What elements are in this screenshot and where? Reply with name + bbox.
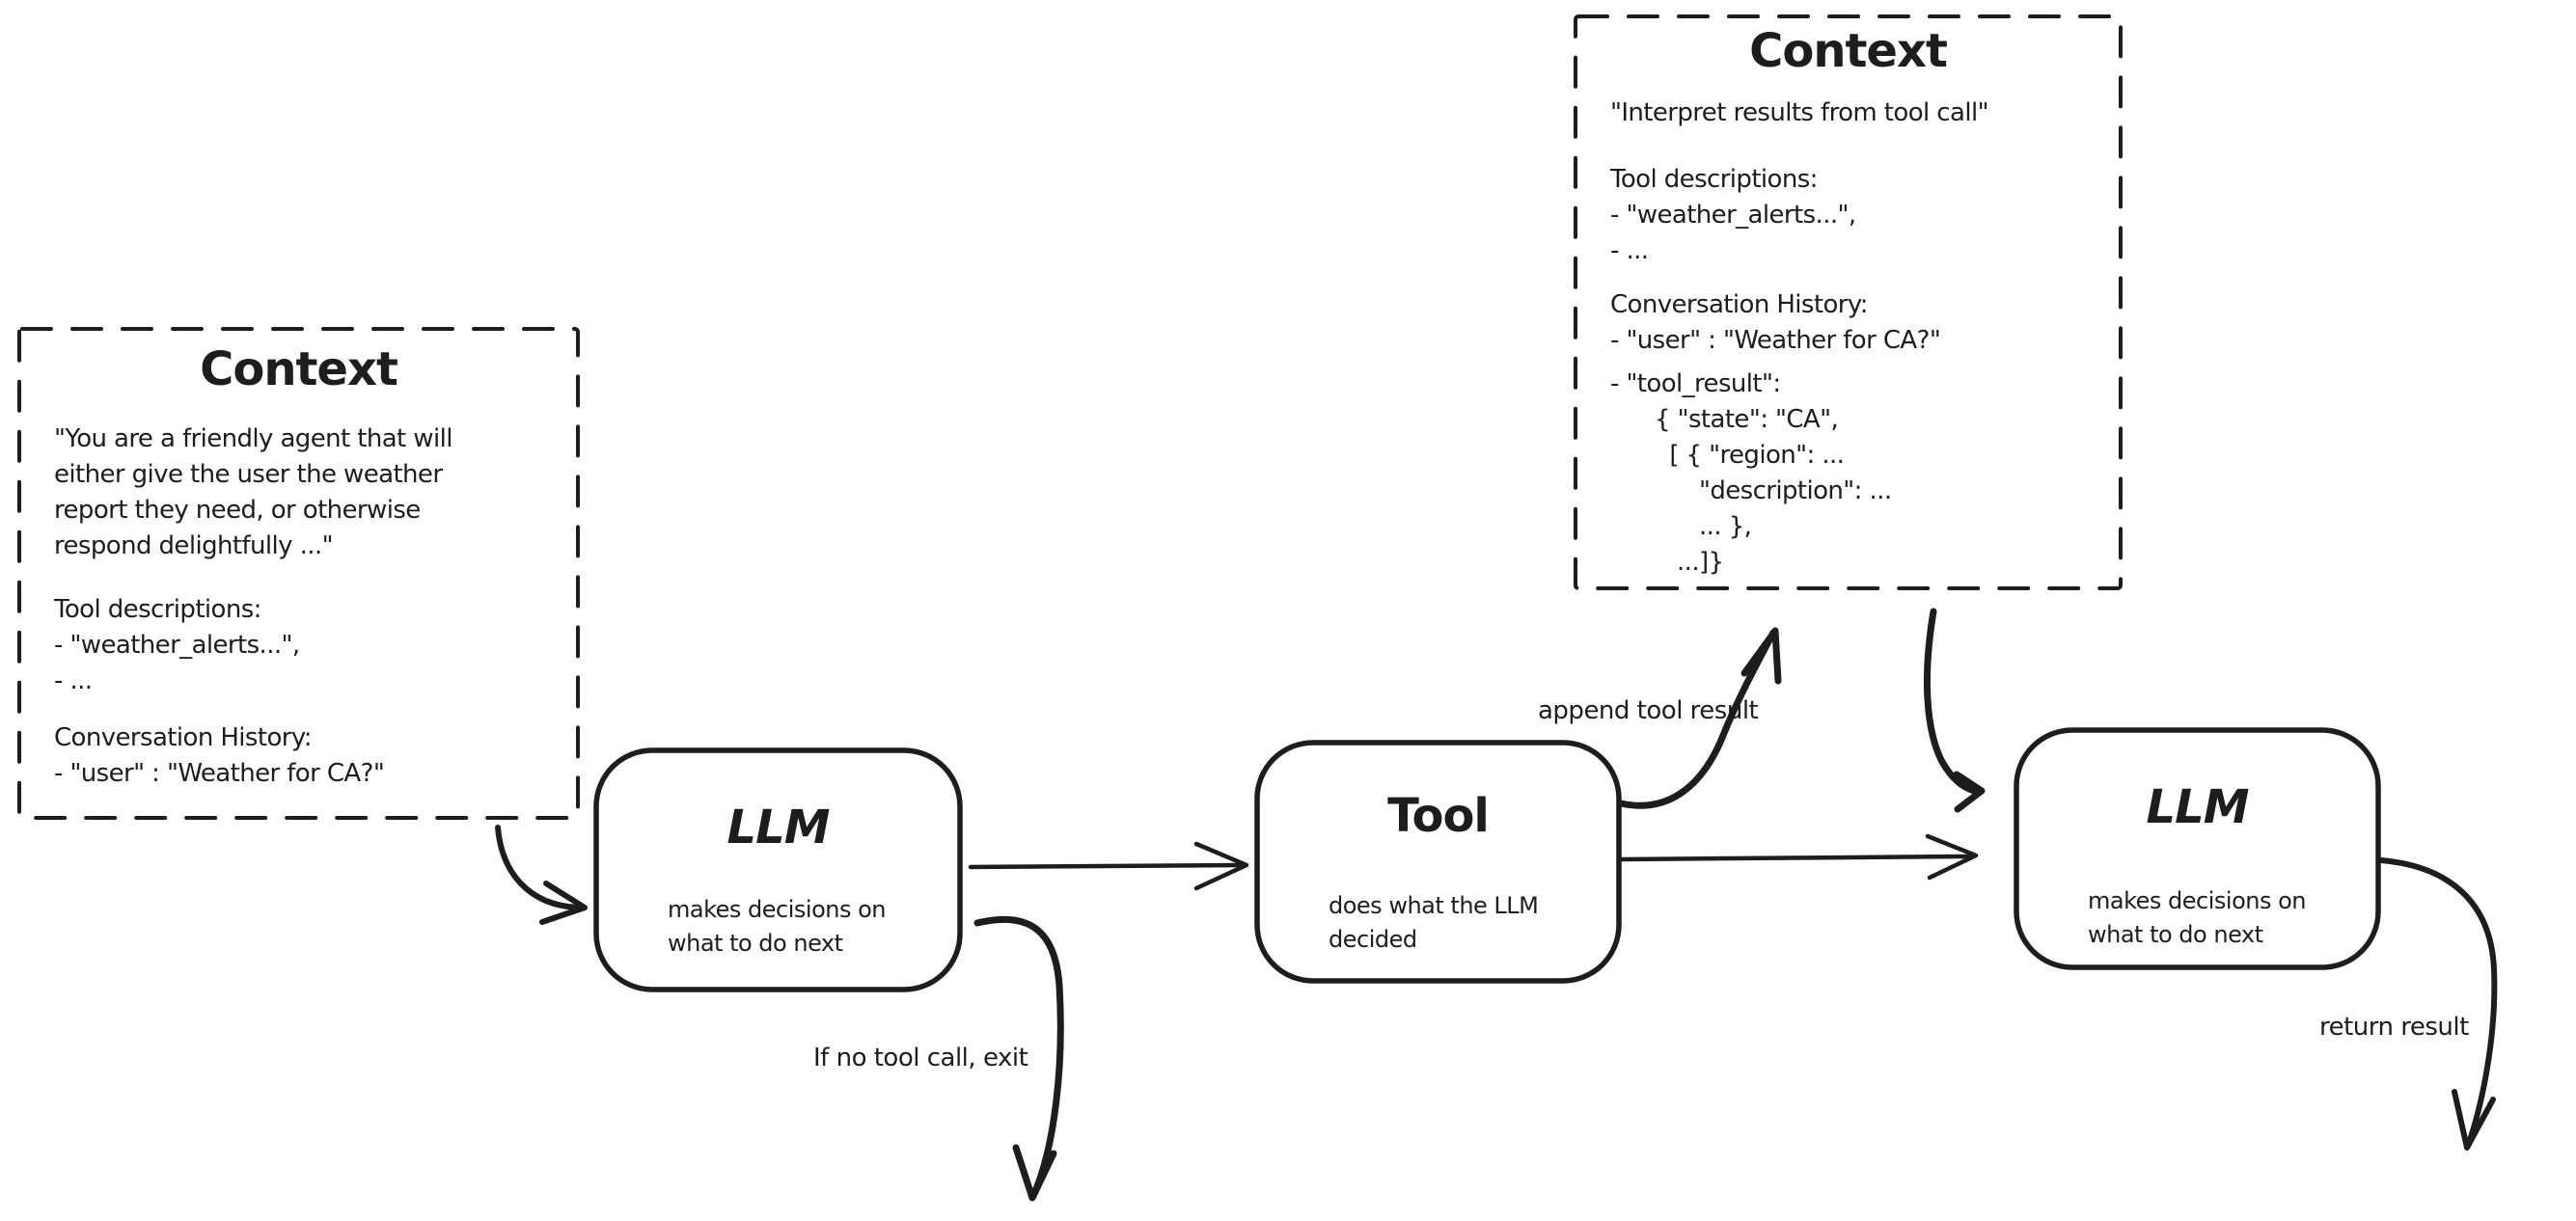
arrow-context1-to-llm1 [495, 825, 580, 910]
llm-box-1-border [593, 747, 963, 992]
context-box-2-tool-descriptions-label: Tool descriptions: [1610, 165, 1818, 194]
context-box-1-title: Context [200, 342, 398, 396]
llm-box-2: LLM makes decisions on what to do next [2016, 730, 2378, 967]
context-box-1-system-prompt: "You are a friendly agent that will eith… [54, 424, 452, 560]
llm-box-2-border [2014, 727, 2381, 970]
context-box-1-history: - "user" : "Weather for CA?" [54, 759, 385, 788]
arrow-tool-to-llm2 [1618, 854, 1971, 862]
llm-box-1-subtitle: makes decisions on what to do next [668, 896, 886, 957]
arrow-llm2-return [2378, 857, 2498, 1149]
tool-box-title: Tool [1387, 789, 1490, 843]
label-append-tool-result: append tool result [1538, 696, 1759, 725]
context-box-1-history-label: Conversation History: [54, 723, 313, 752]
arrow-tool-to-llm2-head [1925, 833, 1979, 881]
llm-box-2-title: LLM [2146, 780, 2250, 834]
arrow-tool-to-context2-head [1740, 627, 1782, 685]
arrow-context2-to-llm2 [1923, 608, 1982, 796]
context-box-2-instruction: "Interpret results from tool call" [1610, 98, 1989, 127]
llm-box-2-subtitle: makes decisions on what to do next [2088, 887, 2306, 948]
context-box-1-tool-descriptions-label: Tool descriptions: [54, 595, 261, 624]
context-box-1-border [17, 327, 580, 820]
tool-box-subtitle: does what the LLM decided [1329, 892, 1539, 953]
context-box-1-tool-descriptions: - "weather_alerts...", - ... [54, 631, 300, 695]
arrow-llm2-return-head [2452, 1089, 2496, 1151]
llm-box-1-title: LLM [726, 800, 831, 855]
context-box-2-tool-result: - "tool_result": { "state": "CA", [ { "r… [1610, 369, 1892, 577]
context-box-2-history-user: - "user" : "Weather for CA?" [1610, 326, 1941, 355]
context-box-2-tool-descriptions: - "weather_alerts...", - ... [1610, 201, 1856, 265]
context-box-2: Context "Interpret results from tool cal… [1576, 16, 2121, 588]
arrow-tool-to-context2 [1617, 629, 1777, 809]
arrow-llm1-to-tool [968, 862, 1242, 870]
label-return-result: return result [2319, 1013, 2469, 1042]
tool-box: Tool does what the LLM decided [1257, 743, 1619, 981]
arrow-context1-to-llm1-head [539, 881, 588, 925]
arrow-llm1-to-tool-head [1193, 841, 1249, 891]
llm-box-1: LLM makes decisions on what to do next [596, 750, 960, 990]
arrow-llm1-exit [973, 915, 1064, 1200]
tool-box-border [1254, 740, 1622, 984]
context-box-2-history-label: Conversation History: [1610, 290, 1869, 319]
label-if-no-tool-call-exit: If no tool call, exit [813, 1044, 1028, 1072]
arrow-llm1-exit-head [1012, 1144, 1057, 1202]
context-box-2-title: Context [1749, 24, 1948, 78]
context-box-2-border [1574, 14, 2123, 590]
arrow-context2-to-llm2-head [1953, 771, 1986, 813]
context-box-1: Context "You are a friendly agent that w… [19, 329, 578, 818]
